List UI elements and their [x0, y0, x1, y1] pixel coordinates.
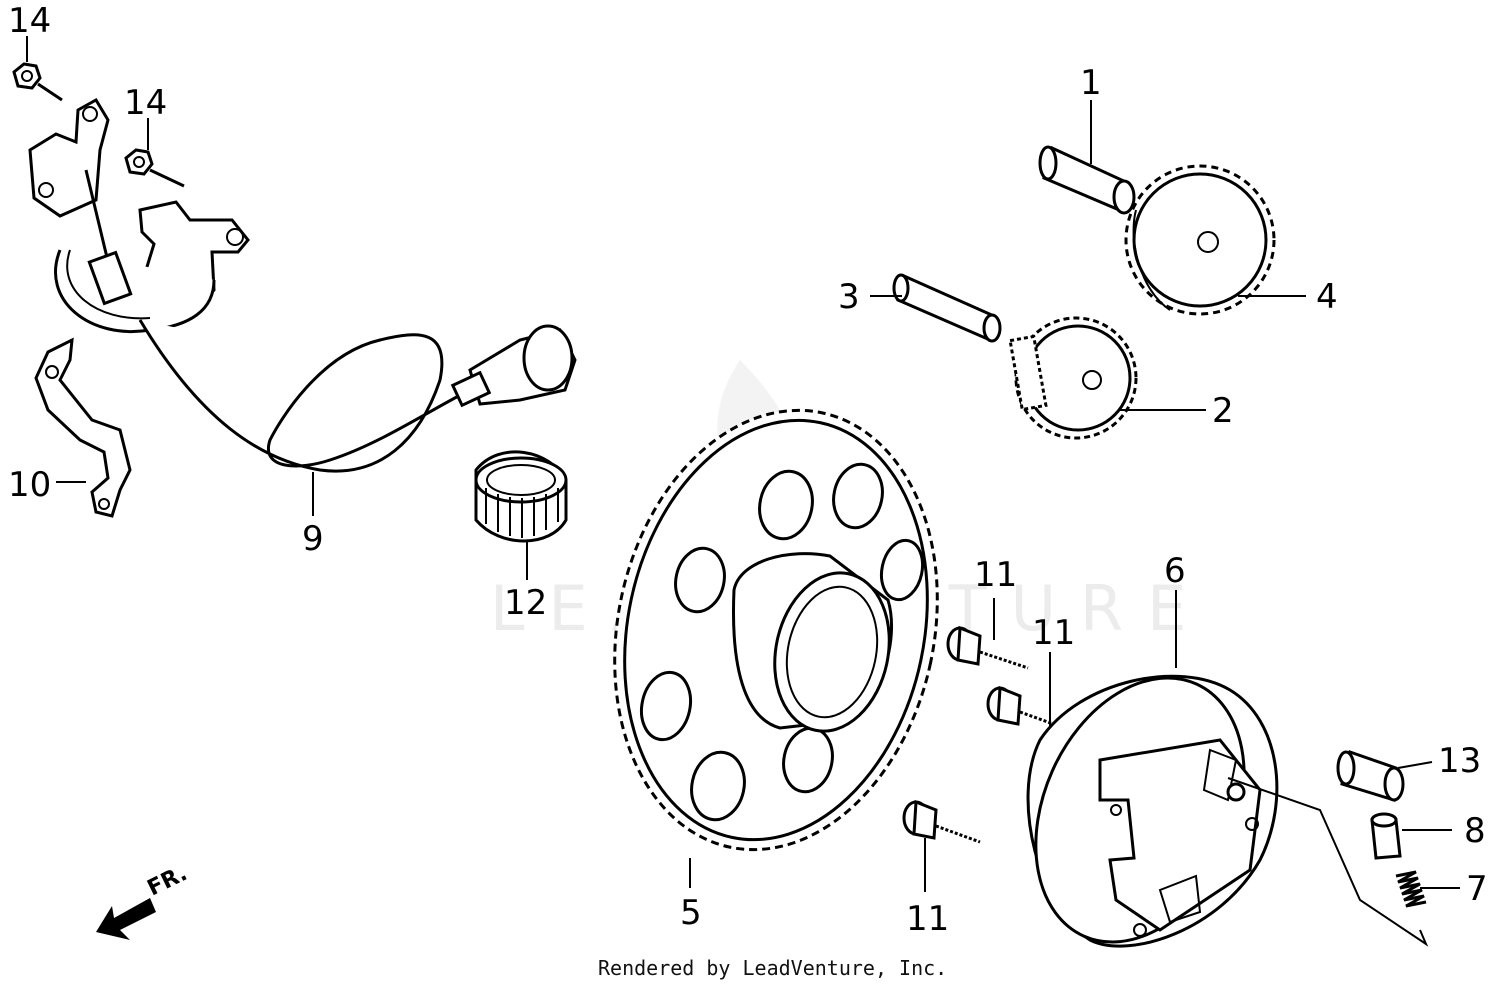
- callout-11-middle: 11: [1032, 613, 1075, 653]
- callout-5: 5: [680, 893, 702, 933]
- part-9-pulse-generator: [28, 97, 577, 473]
- part-2-gear: [1008, 316, 1138, 440]
- callout-8: 8: [1464, 811, 1486, 851]
- front-direction-arrow: FR.: [96, 861, 191, 940]
- part-14-bolt-middle: [124, 148, 185, 188]
- part-14-bolt-top: [12, 62, 63, 102]
- callout-3: 3: [838, 277, 860, 317]
- part-10-bracket: [34, 337, 132, 518]
- part-8-cap: [1370, 812, 1402, 860]
- part-11-bolt-lower: [902, 799, 981, 844]
- assembly-line-clutch: [1227, 777, 1429, 947]
- callout-9: 9: [302, 519, 324, 559]
- callout-14-top: 14: [8, 1, 51, 41]
- part-7-spring: [1395, 870, 1427, 908]
- callout-11-lower: 11: [906, 899, 949, 939]
- direction-label: FR.: [144, 861, 192, 901]
- part-5-starter-gear: [613, 408, 939, 852]
- part-1-shaft: [1038, 145, 1136, 215]
- callout-10: 10: [8, 465, 51, 505]
- part-11-bolt-upper: [946, 625, 1029, 670]
- footer-credit: Rendered by LeadVenture, Inc.: [598, 956, 947, 980]
- callout-14-middle: 14: [124, 83, 167, 123]
- leader-lines: [26, 36, 1460, 892]
- part-11-bolt-middle: [986, 685, 1071, 732]
- part-9-connector: [450, 324, 577, 408]
- part-12-needle-bearing: [474, 450, 568, 543]
- callout-13: 13: [1438, 741, 1481, 781]
- callout-labels: 14 14 10 9 12 1 3 4 2 5 6 11 11 11 13 8 …: [8, 1, 1488, 939]
- callout-6: 6: [1164, 551, 1186, 591]
- callout-7: 7: [1466, 869, 1488, 909]
- part-13-roller: [1336, 750, 1405, 802]
- part-4-gear: [1124, 164, 1276, 316]
- part-6-starter-clutch: [1026, 674, 1279, 948]
- callout-11-upper: 11: [974, 555, 1017, 595]
- callout-1: 1: [1080, 63, 1102, 103]
- callout-2: 2: [1212, 391, 1234, 431]
- part-3-shaft: [892, 273, 1002, 343]
- callout-12: 12: [504, 583, 547, 623]
- callout-4: 4: [1316, 277, 1338, 317]
